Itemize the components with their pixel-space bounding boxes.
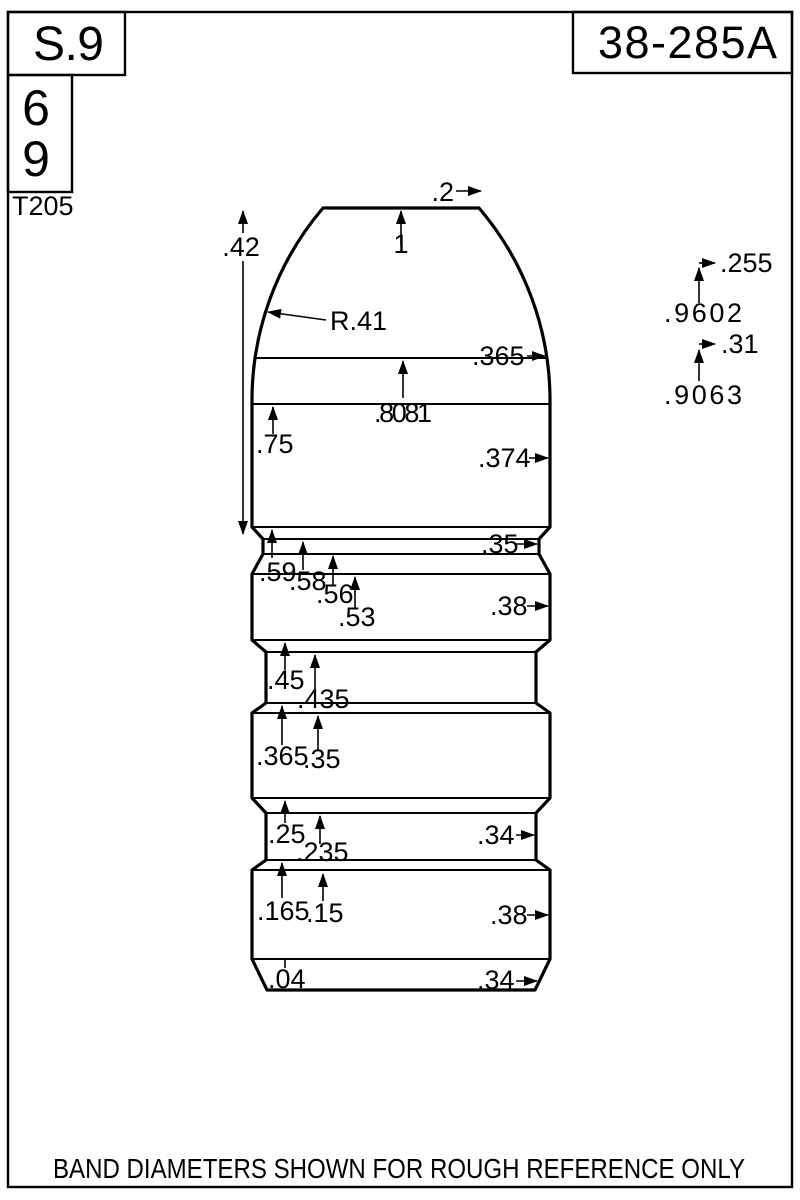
cavity-number-bottom: 9	[22, 131, 50, 187]
band-edge-lines	[252, 357, 550, 968]
dim-ref-31: .31	[721, 329, 759, 359]
bullet-profile-path	[250, 206, 552, 992]
dimension-labels: .2 1 .42 R.41 .365 .8081 .75 .374 .35 .5…	[222, 177, 772, 995]
dim-435: .435	[297, 684, 350, 714]
dim-235: .235	[296, 837, 349, 867]
dim-25: .25	[268, 819, 306, 849]
bullet-outline	[250, 206, 552, 992]
border-rect	[6, 10, 794, 1189]
dim-8081: .8081	[374, 398, 432, 428]
scale-label: S.9	[33, 18, 104, 71]
dim-165: .165	[257, 896, 310, 926]
cavity-number-top: 6	[22, 80, 50, 136]
dim-365: .365	[256, 741, 309, 771]
dim-ref-9063: .9063	[664, 380, 742, 410]
dim-59: .59	[259, 557, 297, 587]
part-number-box	[571, 10, 794, 75]
dim-45: .45	[267, 665, 305, 695]
dim-15: .15	[306, 898, 344, 928]
dim-35: .35	[303, 744, 341, 774]
dim-nose-point: 1	[393, 229, 408, 259]
dim-ref-9602: .9602	[664, 298, 742, 328]
arrow-ogive-radius	[267, 308, 327, 321]
dim-groove-dia: .34	[477, 820, 515, 850]
dim-base-bevel: .04	[268, 964, 306, 994]
dim-ref-255: .255	[720, 248, 773, 278]
dim-53: .53	[338, 602, 376, 632]
sheet-border	[6, 10, 794, 1189]
footer-note: BAND DIAMETERS SHOWN FOR ROUGH REFERENCE…	[53, 1153, 745, 1184]
dim-band3-dia: .38	[490, 900, 528, 930]
dim-nose-length: .42	[222, 232, 260, 262]
dim-ogive-radius: R.41	[330, 306, 387, 336]
cavity-box	[6, 73, 74, 194]
dim-band1-dia: .38	[490, 591, 528, 621]
title-block-text: S.9 6 9 T205 38-285A	[12, 17, 777, 221]
dim-58: .58	[289, 566, 327, 596]
dim-base-dia: .34	[477, 965, 515, 995]
dimension-arrows	[238, 186, 716, 986]
dim-56: .56	[316, 579, 354, 609]
template-code: T205	[12, 191, 74, 221]
dim-body-dia: .374	[478, 443, 531, 473]
dim-75: .75	[256, 429, 294, 459]
dim-crimp-dia: .35	[481, 529, 519, 559]
dim-meplat: .2	[431, 177, 454, 207]
dim-ogive-ref: .365	[472, 341, 525, 371]
part-number: 38-285A	[598, 17, 777, 68]
